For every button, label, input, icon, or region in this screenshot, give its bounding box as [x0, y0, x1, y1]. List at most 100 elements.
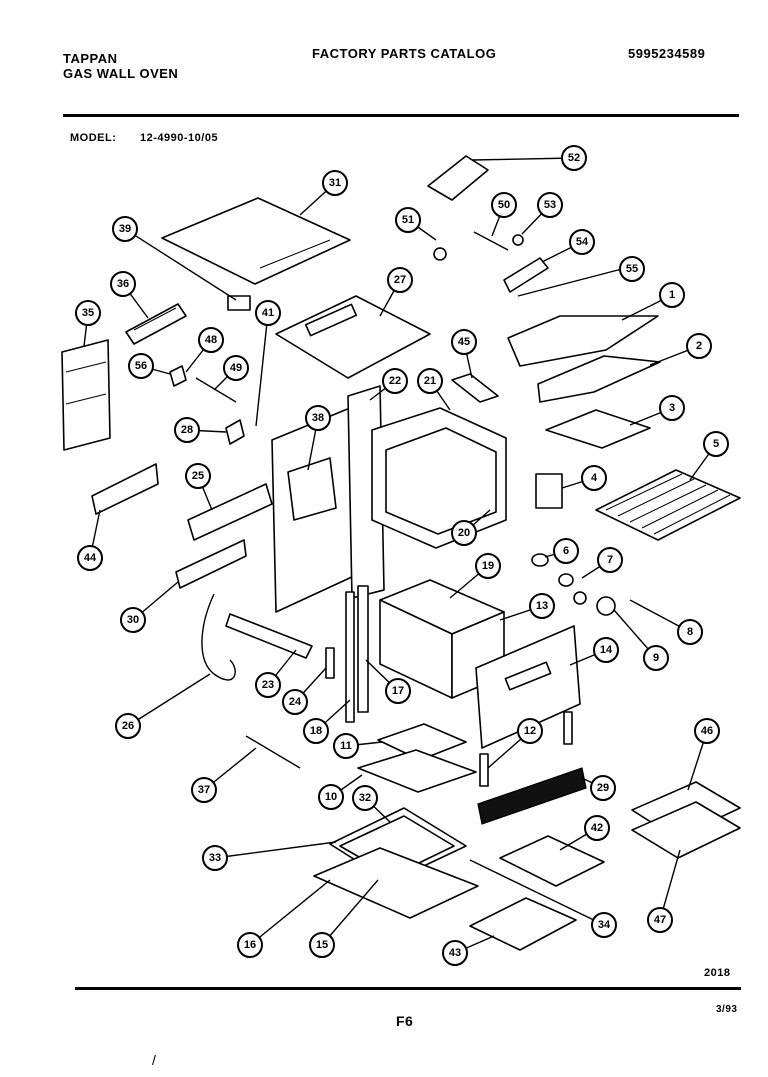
callout-circle	[475, 553, 501, 579]
callout-number: 33	[209, 852, 221, 864]
callout-54: 54	[569, 229, 595, 255]
callout-number: 55	[626, 263, 638, 275]
callout-number: 49	[230, 362, 242, 374]
callout-number: 19	[482, 560, 494, 572]
callout-32: 32	[352, 785, 378, 811]
callout-circle	[110, 271, 136, 297]
part-baffle-3	[545, 409, 651, 449]
callout-number: 4	[591, 472, 598, 484]
callout-number: 18	[310, 725, 322, 737]
callout-circle	[659, 282, 685, 308]
leader-line-33	[214, 841, 337, 859]
callout-circle	[112, 216, 138, 242]
callout-circle	[237, 932, 263, 958]
part-rod-50	[473, 231, 509, 251]
callout-number: 31	[329, 177, 341, 189]
callout-circle	[333, 733, 359, 759]
part-hinge-12	[563, 711, 573, 745]
callout-33: 33	[202, 845, 228, 871]
callout-circle	[529, 593, 555, 619]
callout-29: 29	[590, 775, 616, 801]
leader-line-39	[124, 228, 237, 301]
callout-38: 38	[305, 405, 331, 431]
callout-24: 24	[282, 689, 308, 715]
callout-15: 15	[309, 932, 335, 958]
part-toe-kick-29	[477, 767, 587, 825]
callout-number: 10	[325, 791, 337, 803]
callout-number: 35	[82, 307, 94, 319]
callout-48: 48	[198, 327, 224, 353]
callout-number: 15	[316, 939, 328, 951]
callout-36: 36	[110, 271, 136, 297]
part-vent-cover-1	[507, 315, 659, 367]
callout-circle	[309, 932, 335, 958]
callout-number: 36	[117, 278, 129, 290]
part-strip-45	[451, 373, 499, 403]
callout-circle	[561, 145, 587, 171]
callout-49: 49	[223, 355, 249, 381]
part-broiler-tray-10	[357, 749, 477, 793]
part-clip-26	[225, 419, 245, 445]
callout-number: 37	[198, 784, 210, 796]
model-number: 12-4990-10/05	[140, 132, 219, 144]
part-wire-55	[517, 269, 619, 297]
callout-number: 46	[701, 725, 713, 737]
callout-number: 44	[84, 552, 97, 564]
leader-line-16	[249, 879, 331, 946]
callout-51: 51	[395, 207, 421, 233]
callout-number: 47	[654, 914, 666, 926]
callout-number: 52	[568, 152, 580, 164]
callout-21: 21	[417, 368, 443, 394]
callout-circle	[115, 713, 141, 739]
catalog-title: FACTORY PARTS CATALOG	[312, 46, 497, 61]
callout-47: 47	[647, 907, 673, 933]
part-top-panel	[161, 197, 351, 285]
callout-16: 16	[237, 932, 263, 958]
callout-circle	[77, 545, 103, 571]
callout-30: 30	[120, 607, 146, 633]
part-oven-rack-5	[595, 469, 741, 541]
callout-number: 42	[591, 822, 603, 834]
callout-4: 4	[581, 465, 607, 491]
callout-43: 43	[442, 940, 468, 966]
callout-number: 14	[600, 644, 613, 656]
callout-number: 25	[192, 470, 204, 482]
callout-39: 39	[112, 216, 138, 242]
callout-1: 1	[659, 282, 685, 308]
callout-number: 24	[289, 696, 302, 708]
callout-circle	[417, 368, 443, 394]
callout-circle	[581, 465, 607, 491]
stray-mark: /	[152, 1052, 157, 1068]
callout-number: 5	[713, 438, 719, 450]
callout-number: 27	[394, 274, 406, 286]
callout-53: 53	[537, 192, 563, 218]
callout-number: 56	[135, 360, 147, 372]
part-knob-6	[531, 553, 549, 567]
callout-number: 11	[340, 740, 352, 752]
callout-number: 6	[563, 545, 569, 557]
callout-13: 13	[529, 593, 555, 619]
callout-circle	[694, 718, 720, 744]
callout-number: 28	[181, 424, 193, 436]
callout-number: 23	[262, 679, 274, 691]
callout-circle	[382, 368, 408, 394]
callout-number: 13	[536, 600, 548, 612]
callout-number: 22	[389, 375, 401, 387]
callout-circle	[590, 775, 616, 801]
callout-circle	[191, 777, 217, 803]
callout-25: 25	[185, 463, 211, 489]
callout-number: 39	[119, 223, 131, 235]
part-wire-harness-28	[201, 593, 236, 681]
callout-number: 54	[576, 236, 589, 248]
callout-number: 30	[127, 614, 139, 626]
header-rule	[63, 114, 739, 117]
part-panel-42	[499, 835, 605, 887]
callout-46: 46	[694, 718, 720, 744]
leader-line-52	[471, 157, 575, 161]
callout-11: 11	[333, 733, 359, 759]
callout-31: 31	[322, 170, 348, 196]
callout-circle	[128, 353, 154, 379]
part-knob-7	[558, 573, 574, 587]
callout-number: 26	[122, 720, 134, 732]
callout-number: 1	[669, 289, 675, 301]
